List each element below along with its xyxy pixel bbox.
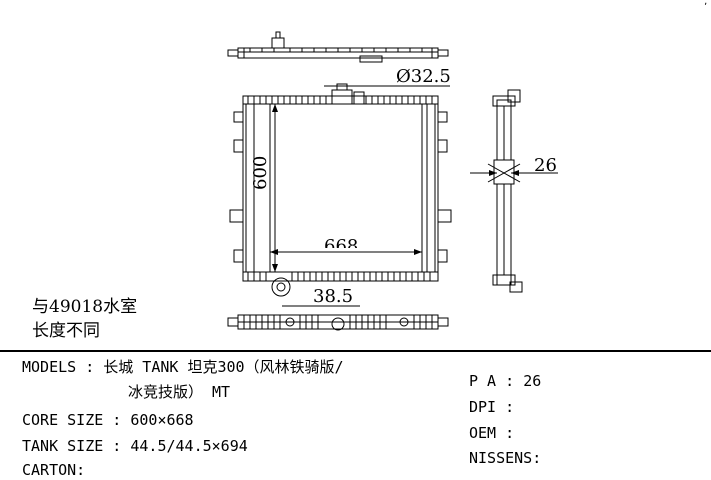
note-line-2: 长度不同 bbox=[32, 321, 100, 341]
pa-row: P A : 26 bbox=[469, 372, 541, 390]
tank-ribs bbox=[243, 48, 433, 329]
radiator-drawing: ʼ bbox=[227, 2, 707, 331]
carton-label: CARTON: bbox=[22, 461, 86, 479]
side-view bbox=[487, 89, 523, 293]
models-label: MODELS : bbox=[22, 358, 104, 376]
core-size-label: CORE SIZE : bbox=[22, 411, 131, 429]
divider bbox=[0, 350, 711, 352]
tank-size-label: TANK SIZE : bbox=[22, 437, 131, 455]
bottom-view bbox=[227, 314, 449, 331]
models-row-continued: 冰竞技版） MT bbox=[128, 383, 230, 401]
pa-label: P A : bbox=[469, 372, 524, 390]
front-view bbox=[229, 83, 452, 297]
models-value: 长城 TANK 坦克300（风林铁骑版/ bbox=[103, 358, 344, 376]
models-row: MODELS : 长城 TANK 坦克300（风林铁骑版/ bbox=[22, 358, 344, 376]
oem-row: OEM : bbox=[469, 424, 523, 442]
carton-row: CARTON: bbox=[22, 461, 85, 479]
pa-value: 26 bbox=[523, 372, 542, 390]
models-value-continued: 冰竞技版） MT bbox=[128, 383, 231, 401]
tank-size-row: TANK SIZE : 44.5/44.5×694 bbox=[22, 437, 248, 455]
dpi-label: DPI : bbox=[469, 398, 524, 416]
dimension-core-width: 668 bbox=[324, 238, 358, 248]
dimension-core-height: 600 bbox=[250, 155, 271, 190]
core-size-row: CORE SIZE : 600×668 bbox=[22, 411, 194, 429]
dimension-outlet-offset: 38.5 bbox=[313, 286, 354, 307]
tank-size-value: 44.5/44.5×694 bbox=[130, 437, 248, 455]
dpi-row: DPI : bbox=[469, 398, 523, 416]
dimension-inlet-diameter: Ø32.5 bbox=[396, 66, 451, 87]
nissens-label: NISSENS: bbox=[469, 449, 542, 467]
core-size-value: 600×668 bbox=[130, 411, 194, 429]
oem-label: OEM : bbox=[469, 424, 524, 442]
arrowheads bbox=[270, 104, 519, 272]
top-view bbox=[227, 31, 449, 63]
note-line-1: 与49018水室 bbox=[32, 297, 138, 317]
svg-text:ʼ: ʼ bbox=[704, 2, 707, 13]
nissens-row: NISSENS: bbox=[469, 449, 541, 467]
dimension-thickness: 26 bbox=[534, 155, 557, 176]
